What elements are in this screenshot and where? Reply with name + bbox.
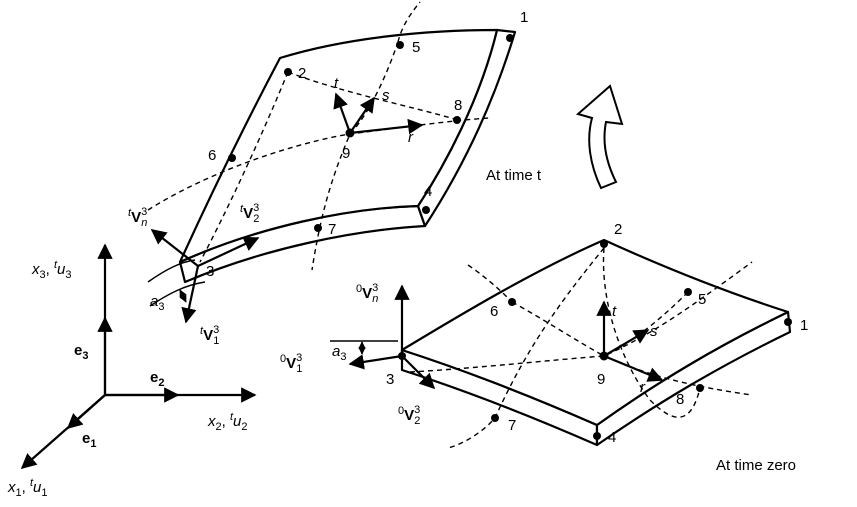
s-line-t-top xyxy=(397,1,421,43)
node-5-label-t: 5 xyxy=(412,39,420,56)
node-5-0 xyxy=(684,288,692,296)
s-arrow-t xyxy=(349,96,375,134)
node-4-t xyxy=(422,206,430,214)
Vn-arrow-t xyxy=(150,229,199,267)
node2-node7-line-0 xyxy=(447,247,605,449)
node-1-label-t: 1 xyxy=(520,9,528,26)
node-5-t xyxy=(396,41,404,49)
node-2-t xyxy=(284,68,292,76)
node-4-label-0: 4 xyxy=(608,429,616,446)
r-label-0: r xyxy=(640,379,646,396)
node-7-label-t: 7 xyxy=(328,221,336,238)
node-8-label-t: 8 xyxy=(454,97,462,114)
s-arrow-0 xyxy=(603,329,650,357)
a3-dim-t xyxy=(179,289,187,303)
node-9-label-t: 9 xyxy=(342,145,350,162)
e3-label: e3 xyxy=(74,342,88,362)
e2-label: e2 xyxy=(150,369,164,389)
V2-arrow-0 xyxy=(401,355,436,390)
t-label-t: t xyxy=(334,75,339,92)
s-line-0 xyxy=(409,261,753,373)
node-6-label-t: 6 xyxy=(208,147,216,164)
node-6-0 xyxy=(508,298,516,306)
top-surface xyxy=(178,28,499,264)
a3-label-t: a3 xyxy=(150,293,164,313)
global-axes: x3, tu3 e3 e2 e1 x2, tu2 x1, tu1 xyxy=(7,243,257,499)
node-4-label-t: 4 xyxy=(424,183,432,200)
r-line-0 xyxy=(511,301,753,396)
r-line-t xyxy=(147,117,491,211)
node-9-label-0: 9 xyxy=(597,371,605,388)
node-3-label-0: 3 xyxy=(386,371,394,388)
a3-label-0: a3 xyxy=(332,343,346,363)
time-zero-label: At time zero xyxy=(716,457,796,474)
node-4-0 xyxy=(593,432,601,440)
node-8-label-0: 8 xyxy=(676,391,684,408)
deformation-arrow xyxy=(575,84,624,190)
top-surface-0 xyxy=(400,238,790,427)
node-1-t xyxy=(506,34,514,42)
V2-arrow-t xyxy=(197,236,260,267)
node-1-0 xyxy=(784,318,792,326)
node-9-t xyxy=(345,128,355,138)
node-2-label-t: 2 xyxy=(298,65,306,82)
node-9-0 xyxy=(599,351,609,361)
e1-vector xyxy=(66,394,106,430)
x2-u2-label: x2, tu2 xyxy=(207,411,248,433)
t-arrow-t xyxy=(333,92,352,134)
node-2-0 xyxy=(600,240,608,248)
r-arrow-0 xyxy=(603,354,664,382)
node-8-0 xyxy=(696,384,704,392)
t-label-0: t xyxy=(612,303,617,320)
a3-curve-t2 xyxy=(149,281,206,307)
node-8-t xyxy=(453,116,461,124)
V1-arrow-0 xyxy=(348,354,403,370)
node-6-label-0: 6 xyxy=(490,303,498,320)
node-7-0 xyxy=(491,414,499,422)
s-label-t: s xyxy=(382,87,390,104)
node-5-label-0: 5 xyxy=(698,291,706,308)
r-label-t: r xyxy=(408,129,414,146)
x3-u3-label: x3, tu3 xyxy=(31,259,72,281)
r-arrow-t xyxy=(349,118,424,135)
node-3-label-t: 3 xyxy=(206,263,214,280)
node-1-label-0: 1 xyxy=(800,317,808,334)
e1-label: e1 xyxy=(82,430,96,450)
node-6-t xyxy=(228,154,236,162)
node-7-label-0: 7 xyxy=(508,417,516,434)
node2-node8-line-0 xyxy=(602,247,701,418)
node-2-label-0: 2 xyxy=(614,221,622,238)
top-edge-thickness xyxy=(496,29,516,33)
x1-u1-label: x1, tu1 xyxy=(7,477,48,499)
node6-line-0 xyxy=(467,264,513,303)
s-line-t xyxy=(311,41,399,271)
node-7-t xyxy=(314,224,322,232)
time-t-label: At time t xyxy=(486,167,542,184)
V1-arrow-t xyxy=(181,265,200,324)
s-label-0: s xyxy=(650,323,658,340)
